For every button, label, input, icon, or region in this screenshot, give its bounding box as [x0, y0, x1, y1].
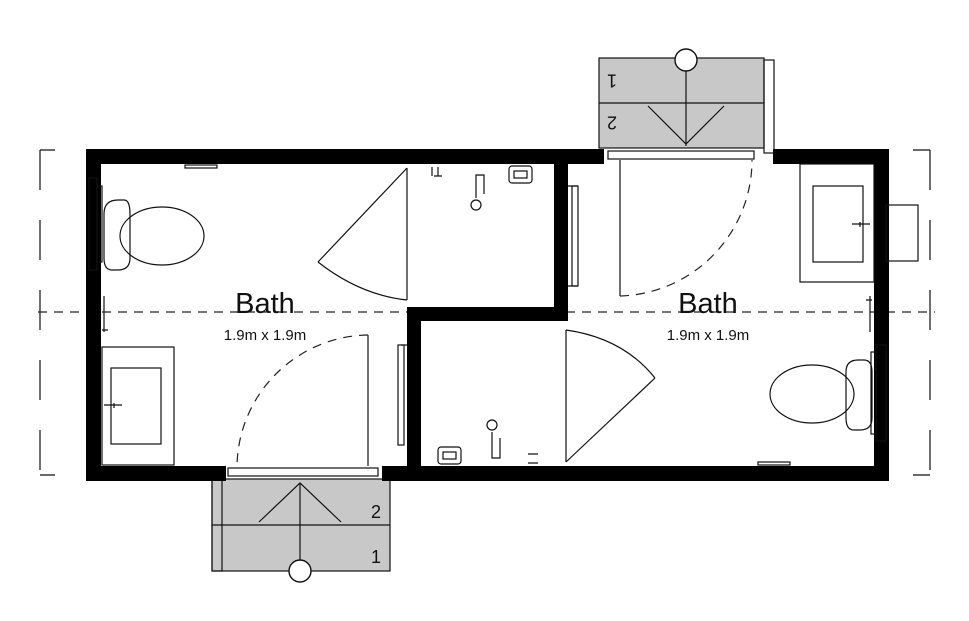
light-switch-icon [866, 296, 872, 332]
step-marker-circle [674, 48, 698, 72]
right-room-name: Bath [678, 288, 738, 320]
toilet-icon [845, 359, 873, 431]
soap-dish-icon [437, 446, 462, 465]
back-step-upper-label: 2 [607, 112, 617, 132]
tap-icon [104, 403, 122, 408]
toilet-icon [103, 199, 131, 271]
right-bath-fixtures [568, 163, 875, 466]
tap-icon [852, 222, 870, 227]
vanity-icon [799, 163, 875, 283]
left-bath-fixtures [101, 164, 407, 466]
grab-rail-icon [397, 344, 405, 446]
left-room-name: Bath [235, 288, 295, 320]
shower-pipe-icon [491, 432, 501, 459]
vanity-icon [101, 346, 175, 466]
back-entry-steps: 1 2 [598, 48, 775, 154]
interior-doors [317, 167, 656, 463]
room-labels: Bath 1.9m x 1.9m Bath 1.9m x 1.9m [224, 288, 750, 344]
left-room-size: 1.9m x 1.9m [224, 327, 307, 344]
walls [86, 149, 889, 481]
soap-dish-icon [508, 165, 533, 184]
shower-fixtures [431, 165, 538, 465]
front-step-upper-label: 2 [371, 502, 381, 522]
front-entry-steps: 2 1 [211, 467, 391, 583]
light-switch-icon [102, 296, 108, 332]
right-room-size: 1.9m x 1.9m [667, 327, 750, 344]
entry-doors [227, 150, 755, 477]
shower-head-icon [470, 199, 482, 211]
grab-rail-icon [571, 185, 579, 287]
windows [88, 177, 919, 442]
back-step-lower-label: 1 [607, 70, 617, 90]
towel-rail-icon [757, 461, 791, 466]
step-marker-circle [288, 559, 312, 583]
towel-rail-icon [184, 164, 218, 169]
front-step-lower-label: 1 [371, 547, 381, 567]
toilet-bowl-icon [119, 206, 205, 266]
toilet-bowl-icon [769, 364, 855, 424]
shower-pipe-icon [475, 174, 485, 198]
sink-basin-icon [110, 367, 162, 445]
shower-head-icon [486, 419, 498, 431]
